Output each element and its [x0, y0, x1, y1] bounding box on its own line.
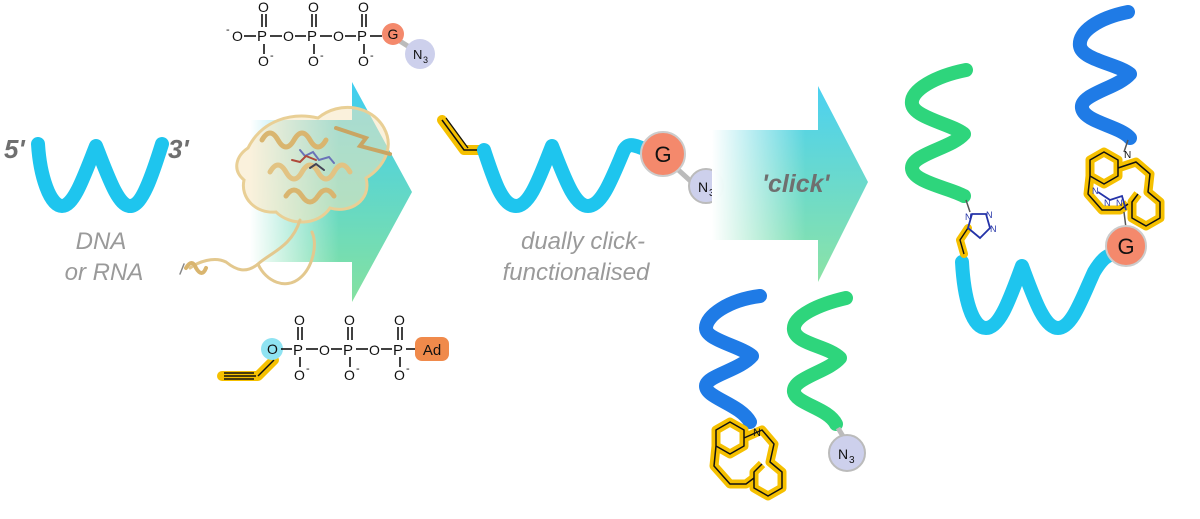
svg-text:-: - — [406, 363, 410, 375]
svg-text:O: O — [394, 312, 405, 328]
svg-text:N: N — [753, 427, 761, 439]
or-rna-label: or RNA — [65, 259, 144, 286]
alkyne-atp-structure: O P O O - O P O O - O P O O - Ad — [217, 312, 449, 383]
dbco-reagent-strand: N — [699, 289, 787, 501]
guanosine-node-product — [1105, 225, 1147, 267]
svg-text:N: N — [965, 212, 972, 222]
product-construct: N N N N N N N G — [905, 5, 1165, 335]
svg-text:-: - — [226, 24, 230, 36]
svg-text:N: N — [838, 446, 848, 462]
svg-text:O: O — [308, 53, 319, 69]
svg-text:P: P — [343, 342, 353, 359]
azide-node-small — [405, 39, 435, 69]
svg-text:O: O — [258, 0, 269, 15]
three-prime-label: 3' — [168, 134, 189, 164]
svg-text:3: 3 — [849, 455, 855, 466]
dbco-group: N — [709, 417, 787, 501]
svg-text:N: N — [990, 224, 997, 234]
click-arrow — [712, 86, 868, 282]
svg-text:-: - — [356, 363, 360, 375]
svg-text:P: P — [393, 342, 403, 359]
svg-text:O: O — [333, 28, 344, 44]
svg-text:O: O — [358, 0, 369, 15]
dually-functionalised-strand: G N 3 — [437, 115, 724, 213]
svg-text:O: O — [258, 53, 269, 69]
guanosine-node — [640, 131, 686, 177]
svg-text:N: N — [1116, 198, 1123, 208]
svg-text:P: P — [293, 342, 303, 359]
svg-text:O: O — [344, 312, 355, 328]
svg-text:3: 3 — [423, 55, 428, 65]
five-prime-label: 5' — [4, 134, 25, 164]
svg-text:O: O — [294, 367, 305, 383]
dna-label: DNA — [76, 228, 127, 255]
svg-text:-: - — [306, 363, 310, 375]
svg-text:G: G — [654, 142, 671, 167]
phosphorus-atom-1: P — [257, 28, 267, 45]
svg-text:O: O — [369, 342, 380, 358]
svg-text:N: N — [1092, 186, 1099, 196]
svg-text:O: O — [308, 0, 319, 15]
svg-text:N: N — [1124, 150, 1131, 161]
azide-node-reagent — [828, 434, 866, 472]
svg-text:N: N — [698, 179, 708, 195]
dna-strand-initial — [31, 137, 169, 213]
svg-text:N: N — [413, 47, 422, 62]
svg-text:O: O — [344, 367, 355, 383]
o-minus-atom: O — [232, 28, 243, 44]
phosphorus-atom-3: P — [357, 28, 367, 45]
svg-text:O: O — [358, 53, 369, 69]
polymerase-protein-structure — [179, 105, 392, 286]
svg-text:-: - — [370, 50, 374, 62]
svg-text:G: G — [388, 26, 399, 42]
svg-text:O: O — [394, 367, 405, 383]
adenosine-node — [415, 337, 449, 361]
svg-text:O: O — [294, 312, 305, 328]
triazole-ring — [966, 213, 992, 240]
svg-text:N: N — [986, 210, 993, 220]
svg-text:G: G — [1117, 234, 1134, 259]
guanosine-node-small — [382, 23, 404, 45]
phosphorus-atom-2: P — [307, 28, 317, 45]
svg-text:O: O — [283, 28, 294, 44]
svg-text:O: O — [319, 342, 330, 358]
svg-text:-: - — [320, 50, 324, 62]
click-label: 'click' — [762, 170, 831, 198]
gtp-azide-structure: O - P O O - O P O O - O P O O - G N — [226, 0, 435, 69]
svg-text:Ad: Ad — [423, 342, 441, 359]
azide-reagent-strand: N 3 — [787, 291, 866, 472]
svg-text:O: O — [267, 341, 278, 357]
svg-text:N: N — [1104, 198, 1111, 208]
dually-label-line2: functionalised — [503, 259, 650, 286]
svg-text:-: - — [270, 50, 274, 62]
dually-label-line1: dually click- — [521, 228, 645, 255]
